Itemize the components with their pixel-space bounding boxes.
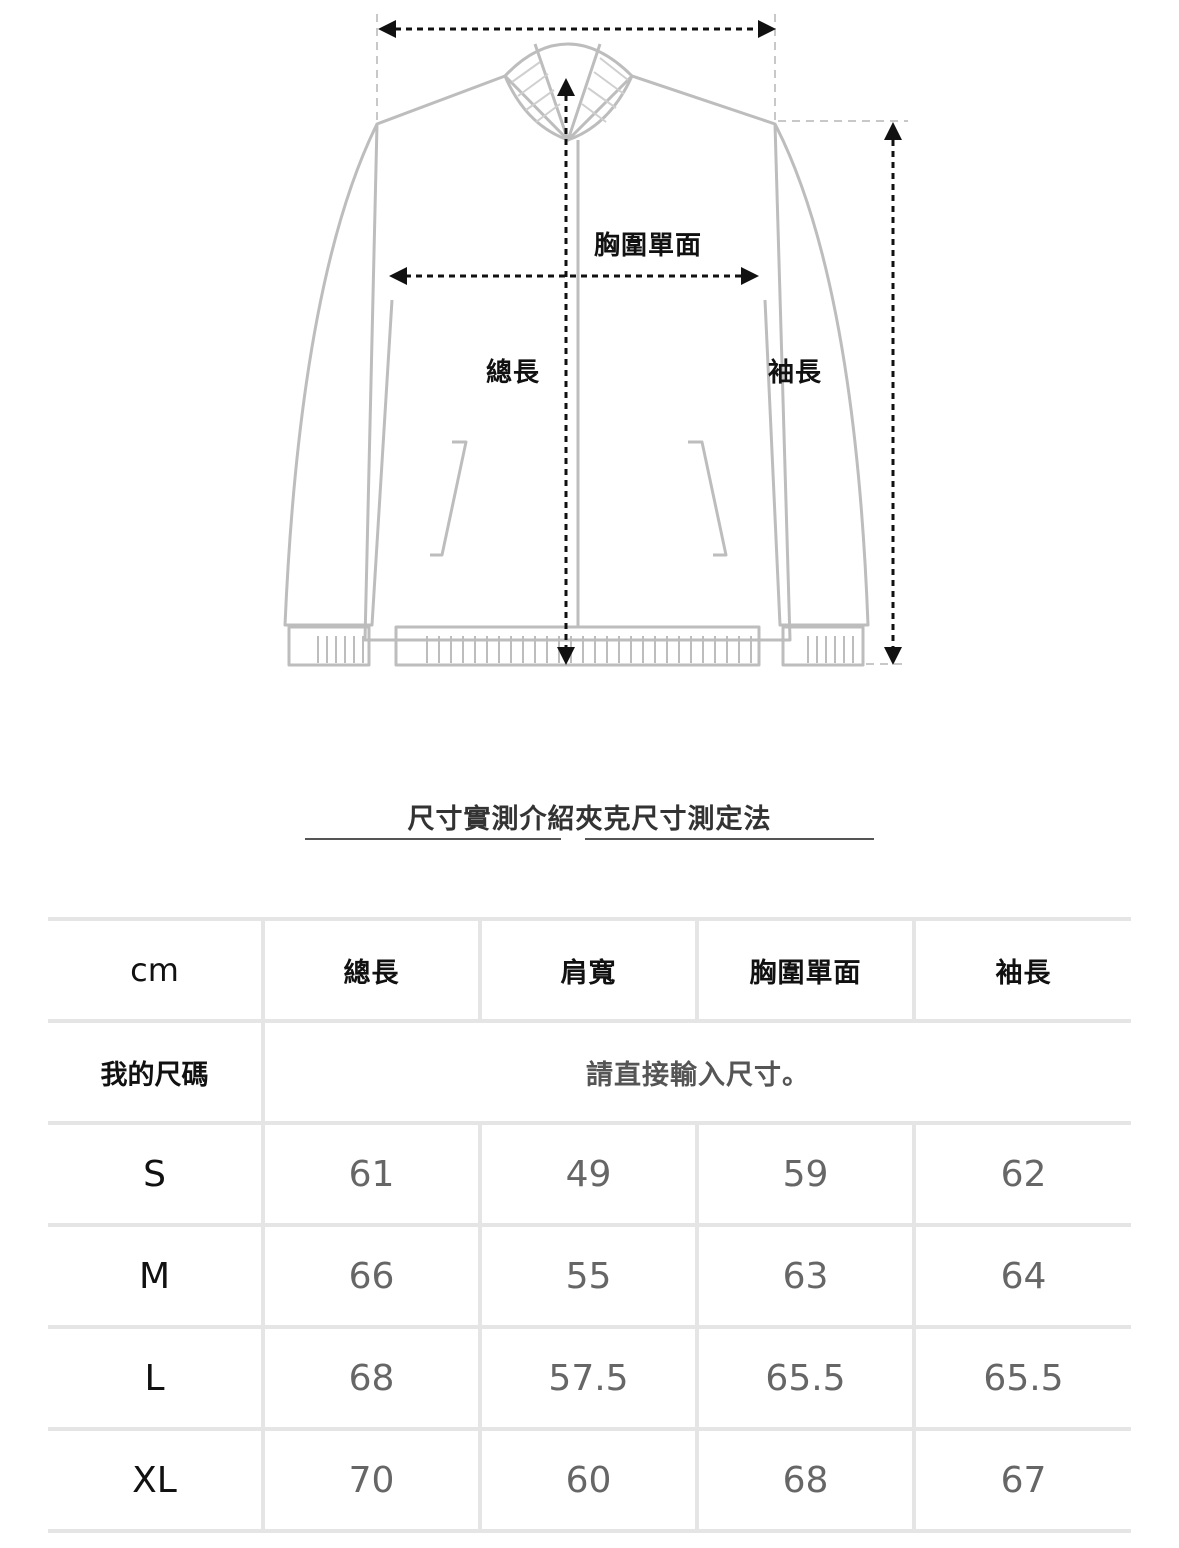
jacket-left-pocket	[430, 440, 468, 557]
size-name: M	[48, 1223, 263, 1329]
my-size-row: 我的尺碼 請直接輸入尺寸。	[48, 1019, 1131, 1125]
table-cell: 68	[261, 1325, 480, 1431]
table-header-row: cm 總長 肩寬 胸圍單面 袖長	[48, 917, 1131, 1023]
arrow-head	[884, 122, 902, 140]
title-underline-right	[585, 838, 874, 840]
total-length-label: 總長	[486, 358, 541, 388]
jacket-right-sleeve	[763, 123, 870, 627]
arrow-head	[389, 267, 407, 285]
table-row: L 68 57.5 65.5 65.5	[48, 1325, 1131, 1431]
arrow-head	[741, 267, 759, 285]
arrow-head	[884, 647, 902, 665]
table-cell: 64	[912, 1223, 1131, 1329]
sleeve-length-label: 袖長	[768, 358, 823, 388]
column-header-chest-width: 胸圍單面	[695, 917, 914, 1023]
table-cell: 62	[912, 1121, 1131, 1227]
size-name: S	[48, 1121, 263, 1227]
my-size-input-prompt[interactable]: 請直接輸入尺寸。	[261, 1019, 1131, 1125]
table-cell: 55	[478, 1223, 697, 1329]
unit-header: cm	[48, 917, 263, 1023]
table-cell: 65.5	[695, 1325, 914, 1431]
table-cell: 63	[695, 1223, 914, 1329]
table-row: S 61 49 59 62	[48, 1121, 1131, 1227]
arrow-head	[557, 78, 575, 96]
table-cell: 68	[695, 1427, 914, 1533]
column-header-shoulder-width: 肩寬	[478, 917, 697, 1023]
jacket-left-sleeve	[283, 123, 394, 627]
table-cell: 61	[261, 1121, 480, 1227]
jacket-waistband	[394, 625, 761, 667]
jacket-body-outline	[363, 74, 792, 642]
table-row: XL 70 60 68 67	[48, 1427, 1131, 1533]
column-header-total-length: 總長	[261, 917, 480, 1023]
table-cell: 70	[261, 1427, 480, 1533]
jacket-right-cuff	[781, 625, 865, 667]
my-size-label: 我的尺碼	[48, 1019, 263, 1125]
chest-width-label: 胸圍單面	[594, 231, 703, 261]
jacket-diagram	[283, 14, 908, 667]
jacket-right-pocket	[688, 440, 728, 557]
arrow-head	[758, 20, 776, 38]
table-cell: 60	[478, 1427, 697, 1533]
title-underline-left	[305, 838, 561, 840]
table-cell: 67	[912, 1427, 1131, 1533]
arrow-head	[557, 647, 575, 665]
table-cell: 65.5	[912, 1325, 1131, 1431]
table-row: M 66 55 63 64	[48, 1223, 1131, 1329]
jacket-collar	[503, 42, 634, 142]
section-title: 尺寸實測介紹夾克尺寸測定法	[407, 804, 772, 835]
table-cell: 49	[478, 1121, 697, 1227]
size-table: cm 總長 肩寬 胸圍單面 袖長 我的尺碼 請直接輸入尺寸。 S 61 49 5…	[48, 917, 1131, 1533]
jacket-left-cuff	[287, 625, 371, 667]
table-cell: 57.5	[478, 1325, 697, 1431]
arrow-head	[378, 20, 396, 38]
column-header-sleeve-length: 袖長	[912, 917, 1131, 1023]
size-name: L	[48, 1325, 263, 1431]
table-cell: 59	[695, 1121, 914, 1227]
table-cell: 66	[261, 1223, 480, 1329]
size-name: XL	[48, 1427, 263, 1533]
